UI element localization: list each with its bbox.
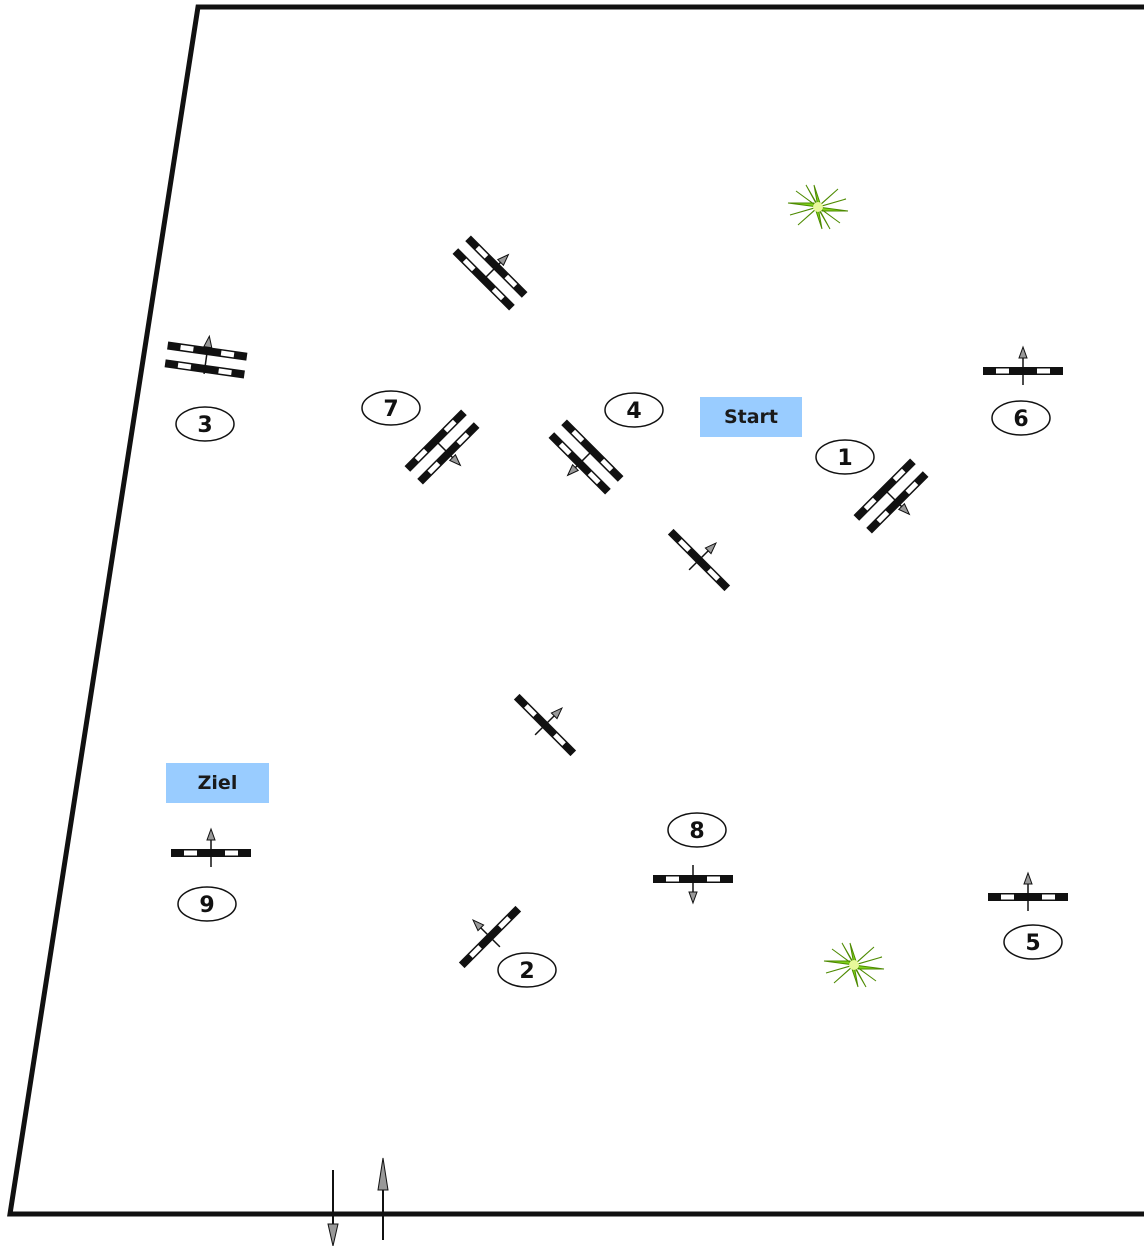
jump-number-8: 8 bbox=[668, 813, 726, 847]
jump-icon bbox=[854, 459, 938, 543]
jump-icon bbox=[988, 873, 1068, 911]
svg-text:5: 5 bbox=[1025, 931, 1040, 956]
jump-number-2: 2 bbox=[498, 953, 556, 987]
svg-text:7: 7 bbox=[383, 397, 398, 422]
svg-text:6: 6 bbox=[1013, 407, 1028, 432]
svg-text:9: 9 bbox=[199, 893, 214, 918]
jump-number-5: 5 bbox=[1004, 925, 1062, 959]
jump-number-9: 9 bbox=[178, 887, 236, 921]
svg-text:4: 4 bbox=[626, 399, 641, 424]
jump-icon bbox=[539, 420, 623, 504]
jump-icon bbox=[653, 865, 733, 903]
finish-label: Ziel bbox=[166, 763, 269, 803]
entrance-arrow-icon bbox=[328, 1170, 338, 1246]
jump-icon bbox=[171, 829, 251, 867]
jump-icon bbox=[405, 410, 489, 494]
jump-number-3: 3 bbox=[176, 407, 234, 441]
svg-text:3: 3 bbox=[197, 413, 212, 438]
jump-number-6: 6 bbox=[992, 401, 1050, 435]
plant-icon bbox=[824, 943, 884, 987]
jump-number-7: 7 bbox=[362, 391, 420, 425]
svg-text:8: 8 bbox=[689, 819, 704, 844]
entrance-arrow-icon bbox=[378, 1158, 388, 1240]
jump-icon bbox=[453, 226, 537, 310]
jump-number-1: 1 bbox=[816, 440, 874, 474]
start-label: Start bbox=[700, 397, 802, 437]
arena-border bbox=[10, 7, 1144, 1214]
jump-icon bbox=[661, 515, 744, 598]
jump-icon bbox=[164, 331, 249, 380]
jump-icon bbox=[983, 347, 1063, 385]
jump-number-4: 4 bbox=[605, 393, 663, 427]
svg-text:2: 2 bbox=[519, 959, 534, 984]
svg-text:1: 1 bbox=[837, 446, 852, 471]
plant-icon bbox=[788, 185, 848, 229]
jump-icon bbox=[507, 680, 590, 763]
